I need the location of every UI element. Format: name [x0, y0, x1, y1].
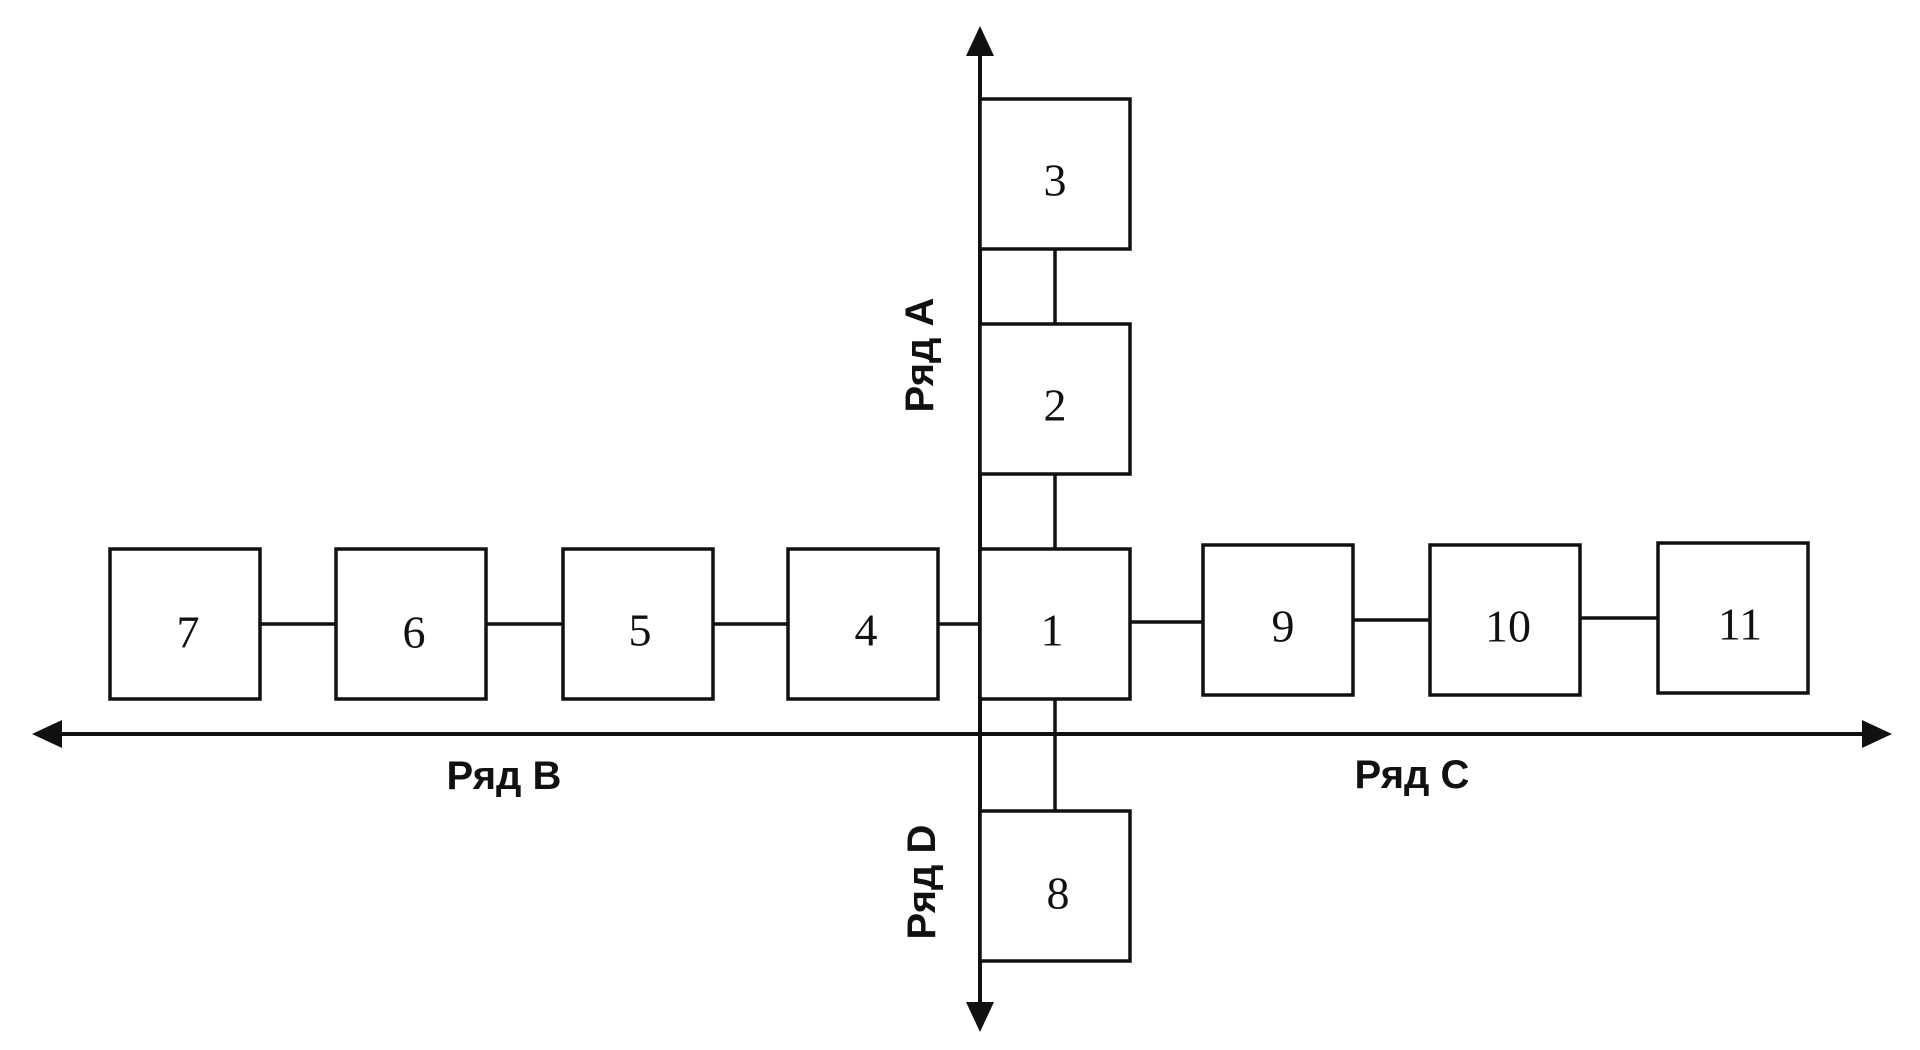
row-b-label: Ряд B: [447, 754, 562, 798]
box-1: 1: [978, 547, 1132, 701]
box-label: 1: [1041, 605, 1064, 656]
row-a-label: Ряд A: [898, 298, 942, 413]
box-8: 8: [978, 809, 1132, 963]
box-label: 11: [1718, 599, 1762, 650]
box-label: 10: [1485, 601, 1531, 652]
box-9: 9: [1201, 543, 1355, 697]
arrow-up-icon: [966, 26, 994, 56]
connectors: [260, 249, 1658, 811]
box-11: 11: [1656, 541, 1810, 695]
box-label: 9: [1272, 601, 1295, 652]
box-6: 6: [334, 547, 488, 701]
box-label: 7: [177, 607, 200, 658]
box-label: 3: [1044, 155, 1067, 206]
box-4: 4: [786, 547, 940, 701]
arrow-left-icon: [32, 720, 62, 748]
box-2: 2: [978, 322, 1132, 476]
arrow-right-icon: [1862, 720, 1892, 748]
box-7: 7: [108, 547, 262, 701]
box-label: 2: [1044, 380, 1067, 431]
box-label: 4: [855, 605, 878, 656]
box-10: 10: [1428, 543, 1582, 697]
box-5: 5: [561, 547, 715, 701]
box-label: 5: [629, 605, 652, 656]
arrow-down-icon: [966, 1002, 994, 1032]
box-label: 8: [1047, 868, 1070, 919]
box-3: 3: [978, 97, 1132, 251]
box-label: 6: [403, 607, 426, 658]
row-d-label: Ряд D: [900, 825, 944, 940]
row-c-label: Ряд C: [1355, 753, 1470, 797]
